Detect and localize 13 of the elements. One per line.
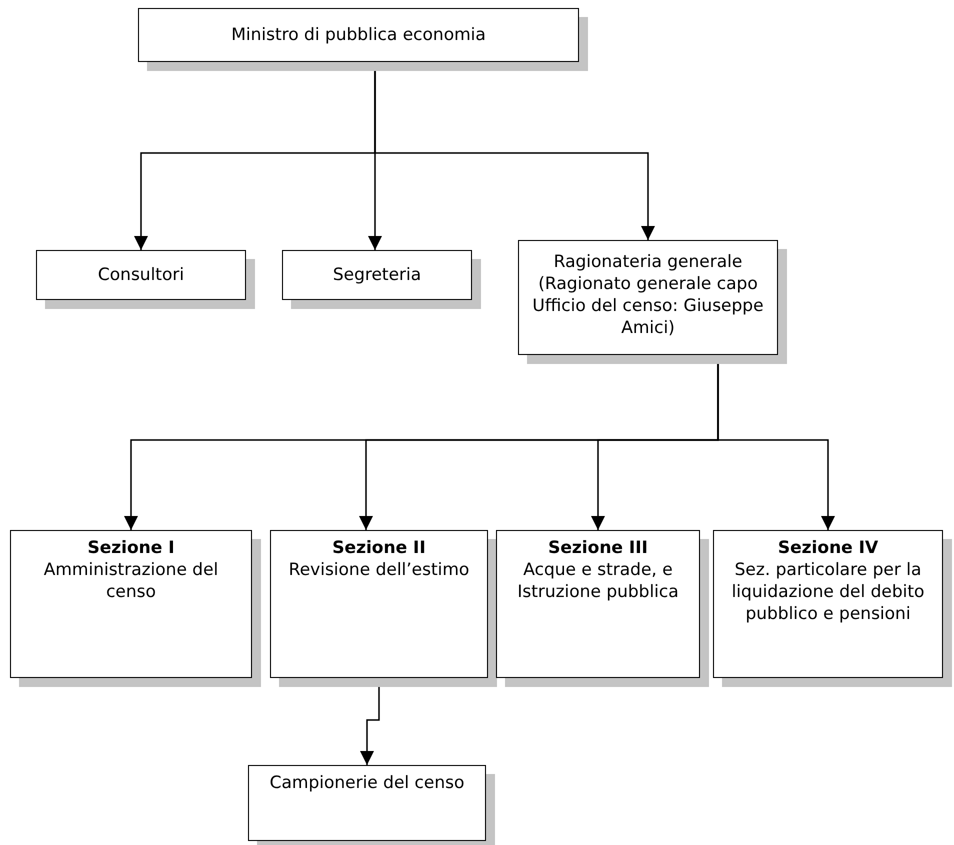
box-label: Acque e strade, e Istruzione pubblica — [516, 559, 680, 603]
box-label: Revisione dell’estimo — [288, 559, 470, 581]
section-heading: Sezione I — [86, 537, 176, 559]
section-heading: Sezione III — [547, 537, 649, 559]
box-label: Amministrazione del censo — [42, 559, 220, 603]
section-heading: Sezione II — [331, 537, 427, 559]
box-label: Ragionateria generale (Ragionato generale capo Ufficio del censo: Giuseppe Amici) — [531, 251, 765, 339]
box-label: Segreteria — [332, 264, 422, 286]
box-label: Ministro di pubblica economia — [230, 24, 487, 46]
box-label: Sez. particolare per la liquidazione del debito pubblico e pensioni — [730, 559, 926, 625]
box-label: Campionerie del censo — [268, 772, 466, 794]
section-heading: Sezione IV — [776, 537, 880, 559]
box-label: Consultori — [96, 264, 186, 286]
